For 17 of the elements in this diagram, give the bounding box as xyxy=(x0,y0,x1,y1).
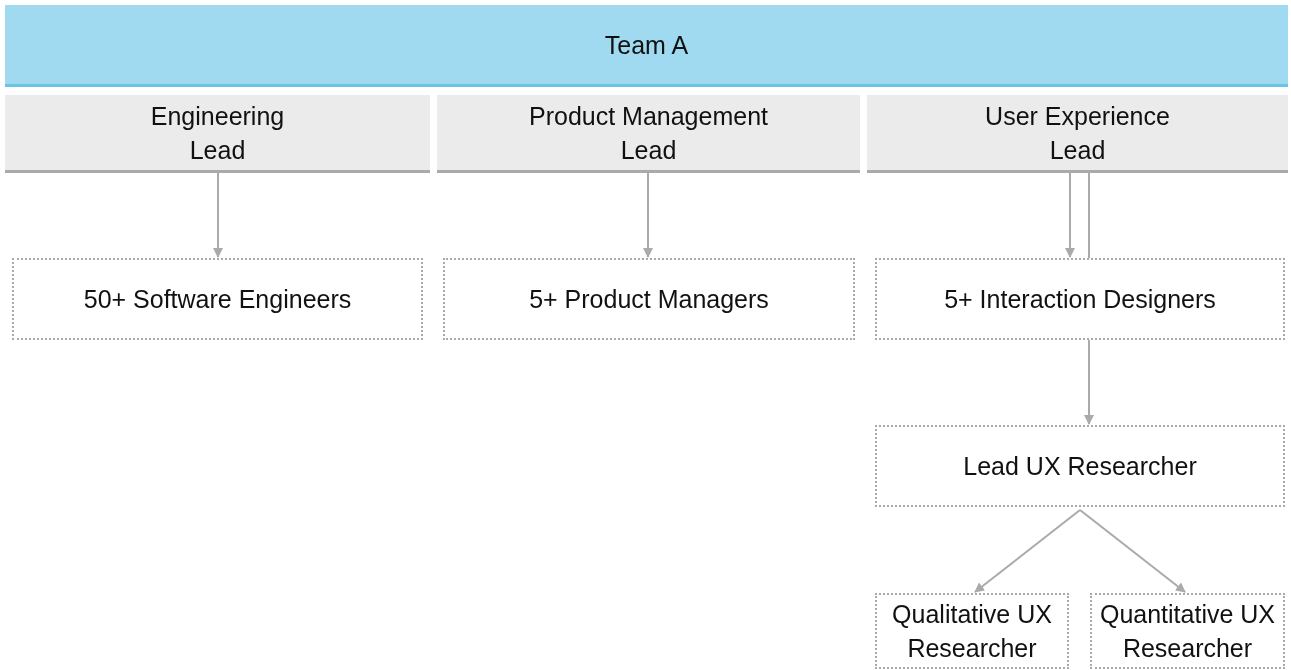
lead-band: Product Management Lead xyxy=(437,95,860,173)
role-box: Quantitative UX Researcher xyxy=(1090,593,1285,669)
arrow xyxy=(1079,509,1186,593)
arrow xyxy=(1065,172,1075,258)
arrow xyxy=(643,172,653,258)
role-box: Lead UX Researcher xyxy=(875,425,1285,507)
arrow xyxy=(213,172,223,258)
lead-band: User Experience Lead xyxy=(867,95,1288,173)
arrow xyxy=(974,509,1081,593)
connector-line xyxy=(1088,172,1090,259)
team-box: 50+ Software Engineers xyxy=(12,258,423,340)
team-box: 5+ Product Managers xyxy=(443,258,855,340)
role-box: Qualitative UX Researcher xyxy=(875,593,1069,669)
team-box: 5+ Interaction Designers xyxy=(875,258,1285,340)
lead-band: Engineering Lead xyxy=(5,95,430,173)
team-header-band: Team A xyxy=(5,5,1288,87)
arrow xyxy=(1084,339,1094,425)
